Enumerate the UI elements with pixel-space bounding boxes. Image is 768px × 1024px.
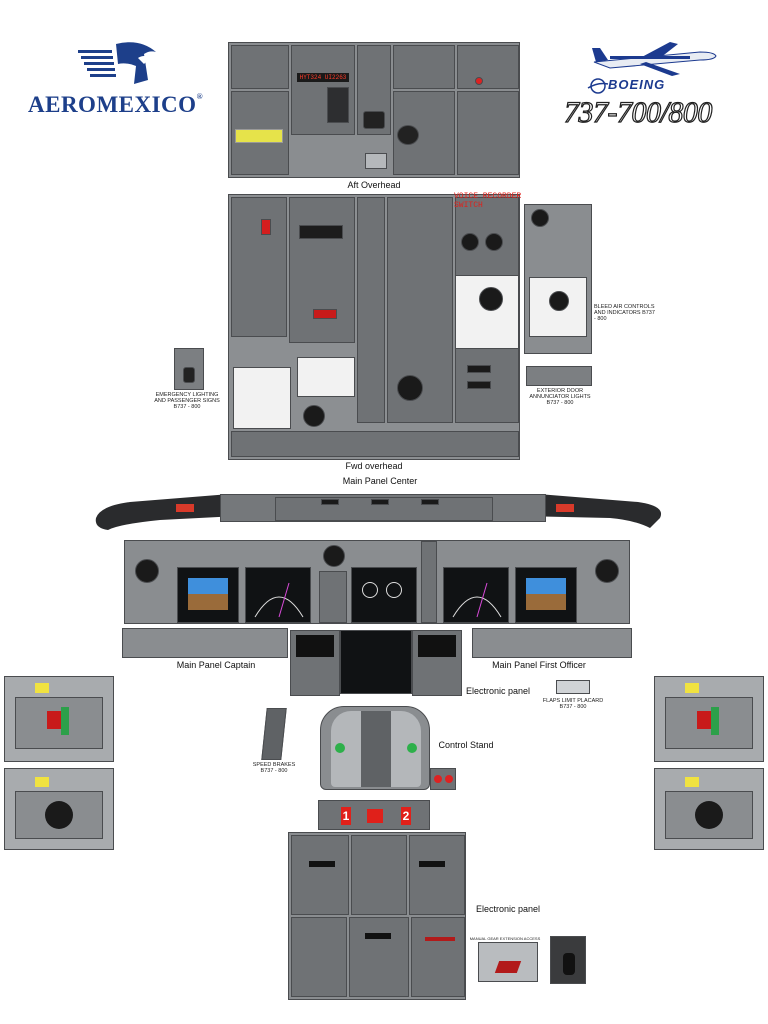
flaps-limit-caption: FLAPS LIMIT PLACARD B737 - 800 (542, 698, 604, 710)
boeing-logo: BOEING 737-700/800 (560, 40, 750, 135)
model-label: 737-700/800 (563, 95, 713, 129)
captain-nd (245, 567, 311, 623)
eagle-knight-icon (78, 42, 156, 84)
fire-handle-2[interactable]: 2 (401, 807, 411, 825)
fire-control-panel[interactable]: 1 2 (318, 800, 430, 830)
emergency-lighting-panel (174, 348, 204, 390)
fwd-overhead-caption: Fwd overhead (345, 461, 403, 471)
bleed-air-panel (524, 204, 592, 354)
lower-du (340, 630, 412, 694)
flaps-limit-placard (556, 680, 590, 694)
mode-control-panel[interactable] (220, 494, 546, 522)
voice-recorder-label: VOICE RECORDER SWITCH (454, 192, 522, 210)
right-side-panel-lower (654, 768, 764, 850)
cdu-left[interactable] (290, 630, 340, 696)
captain-pfd (177, 567, 239, 623)
control-stand[interactable] (320, 706, 430, 790)
electronic-panel-upper-caption: Electronic panel (465, 686, 531, 696)
fo-nd (443, 567, 509, 623)
exterior-door-caption: EXTERIOR DOOR ANNUNCIATOR LIGHTS B737 - … (529, 388, 591, 406)
clock-display: HYT324 UI2263 (297, 73, 349, 82)
main-panel-fo-caption: Main Panel First Officer (492, 660, 586, 670)
boeing-symbol-icon (587, 78, 609, 94)
aft-overhead-panel: HYT324 UI2263 (228, 42, 520, 178)
aeromexico-logo: AEROMEXICO® (28, 40, 208, 125)
main-panel-captain-caption: Main Panel Captain (176, 660, 256, 670)
left-side-panel-lower (4, 768, 114, 850)
main-instrument-panel (124, 540, 630, 624)
aft-overhead-caption: Aft Overhead (347, 180, 401, 190)
aft-electronic-panel[interactable] (288, 832, 466, 1000)
airplane-icon (592, 42, 717, 76)
boeing-wordmark: BOEING (608, 77, 666, 92)
control-stand-caption: Control Stand (438, 740, 494, 750)
exterior-door-panel (526, 366, 592, 386)
main-panel-center-caption: Main Panel Center (342, 476, 418, 486)
keypad[interactable] (327, 87, 349, 123)
speed-brakes-caption: SPEED BRAKES B737 - 800 (252, 762, 296, 774)
fwd-overhead-panel (228, 194, 520, 460)
fo-pfd (515, 567, 577, 623)
upper-du (351, 567, 417, 623)
bleed-air-caption: BLEED AIR CONTROLS AND INDICATORS B737 -… (594, 304, 655, 322)
electronic-panel-lower-caption: Electronic panel (475, 904, 541, 914)
speed-brake-lever[interactable] (261, 708, 287, 760)
fire-handle-1[interactable]: 1 (341, 807, 351, 825)
aeromexico-wordmark: AEROMEXICO® (28, 92, 204, 117)
manual-gear-door[interactable] (478, 942, 538, 982)
left-side-panel-upper (4, 676, 114, 762)
cdu-right[interactable] (412, 630, 462, 696)
emergency-lighting-caption: EMERGENCY LIGHTING AND PASSENGER SIGNS B… (154, 392, 220, 410)
right-side-panel-upper (654, 676, 764, 762)
gear-handle-panel[interactable] (550, 936, 586, 984)
